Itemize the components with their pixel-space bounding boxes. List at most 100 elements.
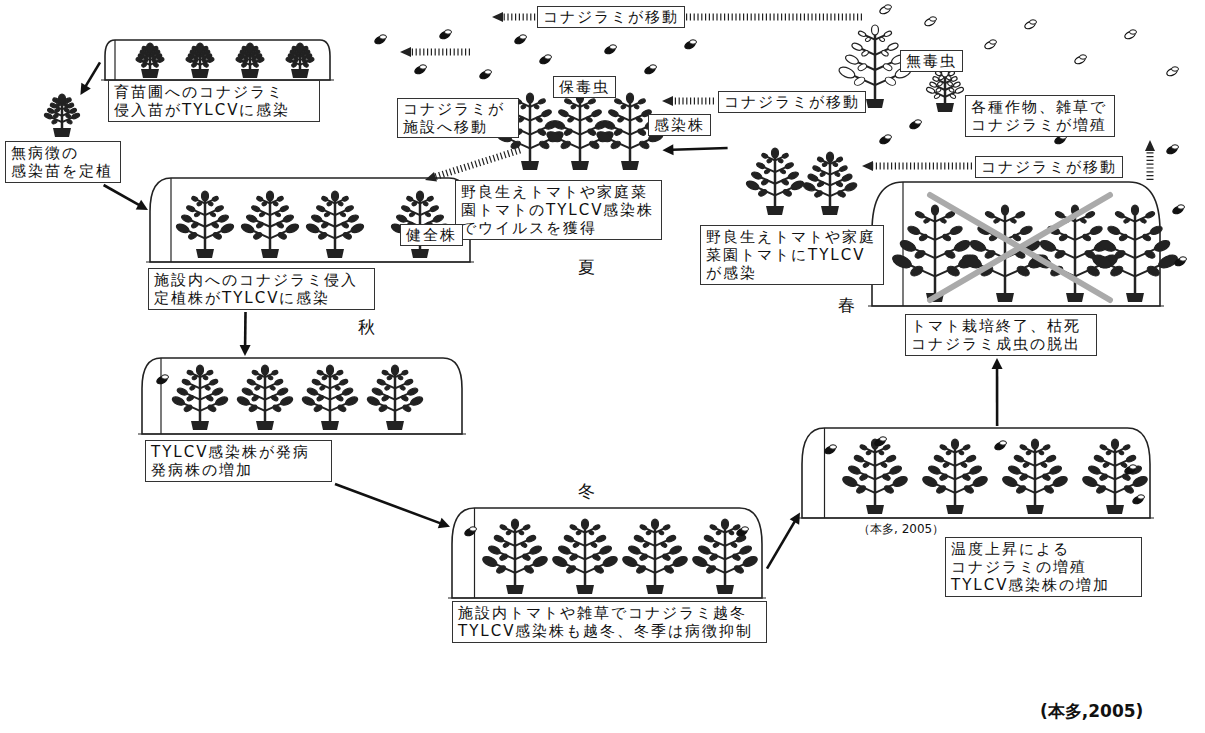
plant-leaf <box>588 140 600 151</box>
plant-leaf <box>866 450 872 456</box>
plant-leaf <box>918 233 928 242</box>
tomato-plant <box>240 191 300 258</box>
greenhouse <box>150 178 470 262</box>
plant-leaf <box>208 201 214 207</box>
plant-leaf <box>817 156 824 162</box>
whitefly-wing <box>520 35 527 39</box>
plant-leaf <box>582 519 589 529</box>
plant-leaf <box>709 553 719 561</box>
plant-leaf <box>633 104 639 110</box>
plant-leaf <box>948 87 954 93</box>
plant-leaf <box>404 378 413 386</box>
plant-leaf <box>407 387 419 397</box>
viruliferous-whitefly <box>439 30 452 40</box>
plant-leaf <box>262 365 269 375</box>
plant-leaf <box>401 395 409 402</box>
plant-leaf <box>1002 205 1009 215</box>
cycle-arrow-line <box>672 148 727 150</box>
cycle-arrow-line <box>244 312 247 346</box>
plant-leaf <box>65 113 71 119</box>
plant-leaf <box>966 454 977 463</box>
plant-leaf <box>493 534 504 543</box>
plant-leaf <box>972 475 989 489</box>
plant-leaf <box>733 564 745 574</box>
plant-leaf <box>819 171 825 177</box>
whitefly-body <box>464 527 477 537</box>
viruliferous-whitefly <box>604 45 617 55</box>
plant-leaf <box>884 75 897 86</box>
plant-leaf <box>621 555 638 569</box>
whitefly-wing <box>1138 495 1145 499</box>
plant-leaf <box>386 375 392 381</box>
plant-pot <box>1066 293 1084 302</box>
plant-leaf <box>1080 218 1087 224</box>
plant-leaf <box>188 231 198 240</box>
plant-leaf <box>1132 205 1139 215</box>
whitefly-body <box>1166 67 1179 77</box>
plant-leaf <box>423 201 429 207</box>
plant-leaf <box>952 439 959 449</box>
plant-leaf <box>267 191 274 201</box>
plant-leaf <box>1010 218 1017 224</box>
plant-leaf <box>891 252 913 270</box>
plant-leaf <box>872 25 879 35</box>
whitefly-body <box>736 527 749 537</box>
plant-leaf <box>256 221 265 228</box>
plant-leaf <box>570 104 576 110</box>
plant-leaf <box>202 191 209 201</box>
plant-leaf <box>883 444 891 451</box>
plant-leaf <box>66 119 73 125</box>
plant-leaf <box>285 222 300 234</box>
stage-caption: TYLCV感染株が発病 発病株の増加 <box>145 440 332 482</box>
whitefly-wing <box>990 40 997 44</box>
stage-caption: 施設内トマトや雑草でコナジラミ越冬 TYLCV感染株も越冬、冬季は病徴抑制 <box>452 601 767 643</box>
plant-leaf <box>47 108 55 114</box>
whitefly-body <box>984 40 997 50</box>
plant-leaf <box>376 378 385 386</box>
plant-leaf <box>602 555 619 569</box>
plant-leaf <box>214 395 229 407</box>
whitefly-wing <box>610 45 617 49</box>
plant-leaf <box>932 205 939 215</box>
plant-leaf <box>1043 484 1055 494</box>
whitefly-wing <box>885 5 892 9</box>
plant-leaf <box>1114 249 1127 260</box>
season-label: 冬 <box>578 480 595 503</box>
plant-leaf <box>392 365 399 375</box>
plant-leaf <box>1118 233 1128 242</box>
plant-leaf <box>251 370 258 376</box>
plant-pot <box>411 249 429 258</box>
plant-leaf <box>1140 218 1147 224</box>
plant-pot <box>716 585 734 594</box>
plant-leaf <box>946 450 952 456</box>
plant-leaf <box>1087 464 1101 475</box>
plant-leaf <box>350 222 365 234</box>
plant-leaf <box>552 119 566 131</box>
plant-leaf <box>851 42 863 52</box>
plant-leaf <box>326 201 332 207</box>
whitefly-body <box>1172 205 1185 215</box>
plant-leaf <box>1015 211 1025 219</box>
plant-leaf <box>638 98 646 105</box>
whitefly-wing <box>742 527 749 531</box>
stage-group: 野良生えトマトや家庭菜 園トマトのTYLCV感染株 でウイルスを獲得 <box>455 75 662 242</box>
plant-leaf <box>334 385 341 391</box>
plant-leaf <box>537 128 547 137</box>
plant-leaf <box>915 211 925 219</box>
plant-leaf <box>339 212 346 218</box>
stage-group: 育苗圃へのコナジラミ 侵入苗がTYLCVに感染 <box>100 36 332 124</box>
plant-leaf <box>401 205 411 213</box>
viruliferous-whitefly <box>374 35 387 45</box>
whitefly-body <box>824 445 837 455</box>
plant-leaf <box>608 109 619 118</box>
greenhouse <box>105 40 330 80</box>
plant-leaf <box>935 87 941 93</box>
plant-leaf <box>935 484 947 494</box>
plant-leaf <box>247 43 254 53</box>
plant-leaf <box>196 201 202 207</box>
plant-leaf <box>551 555 568 569</box>
plant-leaf <box>914 249 927 260</box>
cycle-arrow-head <box>136 200 148 210</box>
viruliferous-whitefly <box>156 375 169 385</box>
